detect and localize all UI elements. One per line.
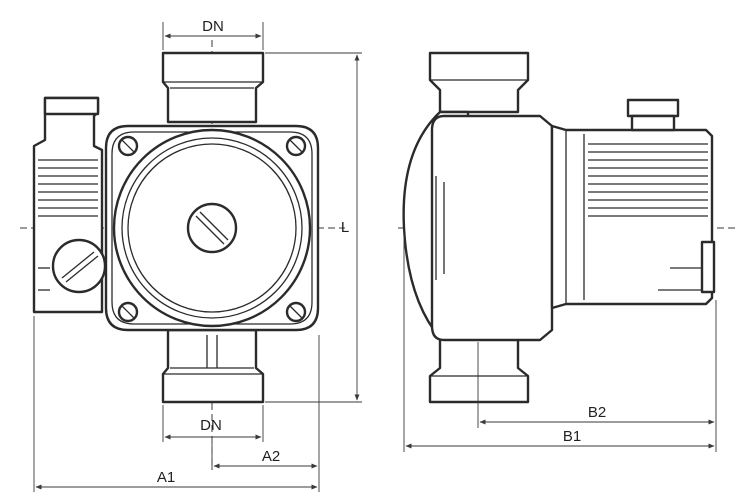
bottom-inlet-pipe (161, 328, 265, 404)
b1-label: B1 (563, 428, 581, 445)
length-label: L (341, 219, 349, 236)
vent-screw (186, 202, 238, 254)
side-view: B2 B1 (398, 51, 736, 452)
b2-label: B2 (588, 404, 606, 421)
side-top-pipe (428, 51, 530, 114)
speed-switch-knob (51, 238, 107, 294)
motor-stator (550, 124, 714, 310)
a2-label: A2 (262, 448, 280, 465)
front-view: DN DN L A2 A1 (20, 18, 362, 492)
side-flange-plate (430, 114, 554, 342)
dn-bottom-label: DN (200, 417, 222, 434)
side-terminal-cover (700, 240, 716, 294)
side-bottom-pipe (428, 336, 530, 404)
flange-bolts (117, 135, 307, 323)
terminal-box-ribs (38, 159, 98, 291)
a1-label: A1 (157, 469, 175, 486)
cable-gland (43, 96, 100, 116)
dn-top-label: DN (202, 18, 224, 35)
side-cable-gland (626, 98, 680, 118)
